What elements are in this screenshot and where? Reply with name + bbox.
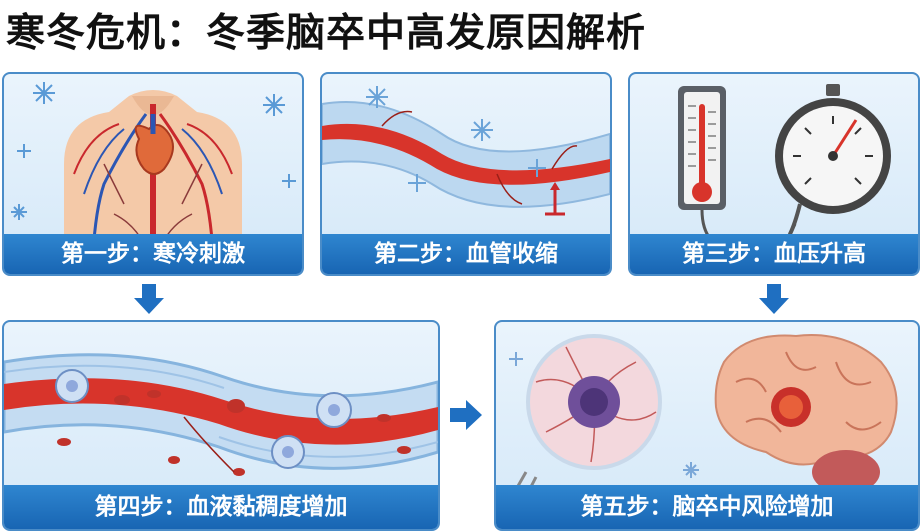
step-3-panel: 第三步：血压升高 <box>628 72 920 276</box>
step-3-caption: 第三步：血压升高 <box>630 234 918 274</box>
blood-pressure-illustration <box>678 84 891 257</box>
vasoconstriction-illustration <box>322 86 610 216</box>
step-2-caption: 第二步：血管收缩 <box>322 234 610 274</box>
brain-stroke-illustration <box>504 334 898 513</box>
page-title: 寒冬危机：冬季脑卒中高发原因解析 <box>6 11 647 56</box>
step-5-caption: 第五步：脑卒中风险增加 <box>496 485 918 529</box>
step-5-panel: 第五步：脑卒中风险增加 <box>494 320 920 531</box>
arrow-down-icon <box>759 284 789 314</box>
arrow-right-icon <box>450 400 482 430</box>
step-1-panel: 第一步：寒冷刺激 <box>2 72 304 276</box>
step-2-panel: 第二步：血管收缩 <box>320 72 612 276</box>
blood-viscosity-illustration <box>4 353 438 476</box>
step-4-panel: 第四步：血液黏稠度增加 <box>2 320 440 531</box>
step-1-caption: 第一步：寒冷刺激 <box>4 234 302 274</box>
arrow-down-icon <box>134 284 164 314</box>
step-4-caption: 第四步：血液黏稠度增加 <box>4 485 438 529</box>
